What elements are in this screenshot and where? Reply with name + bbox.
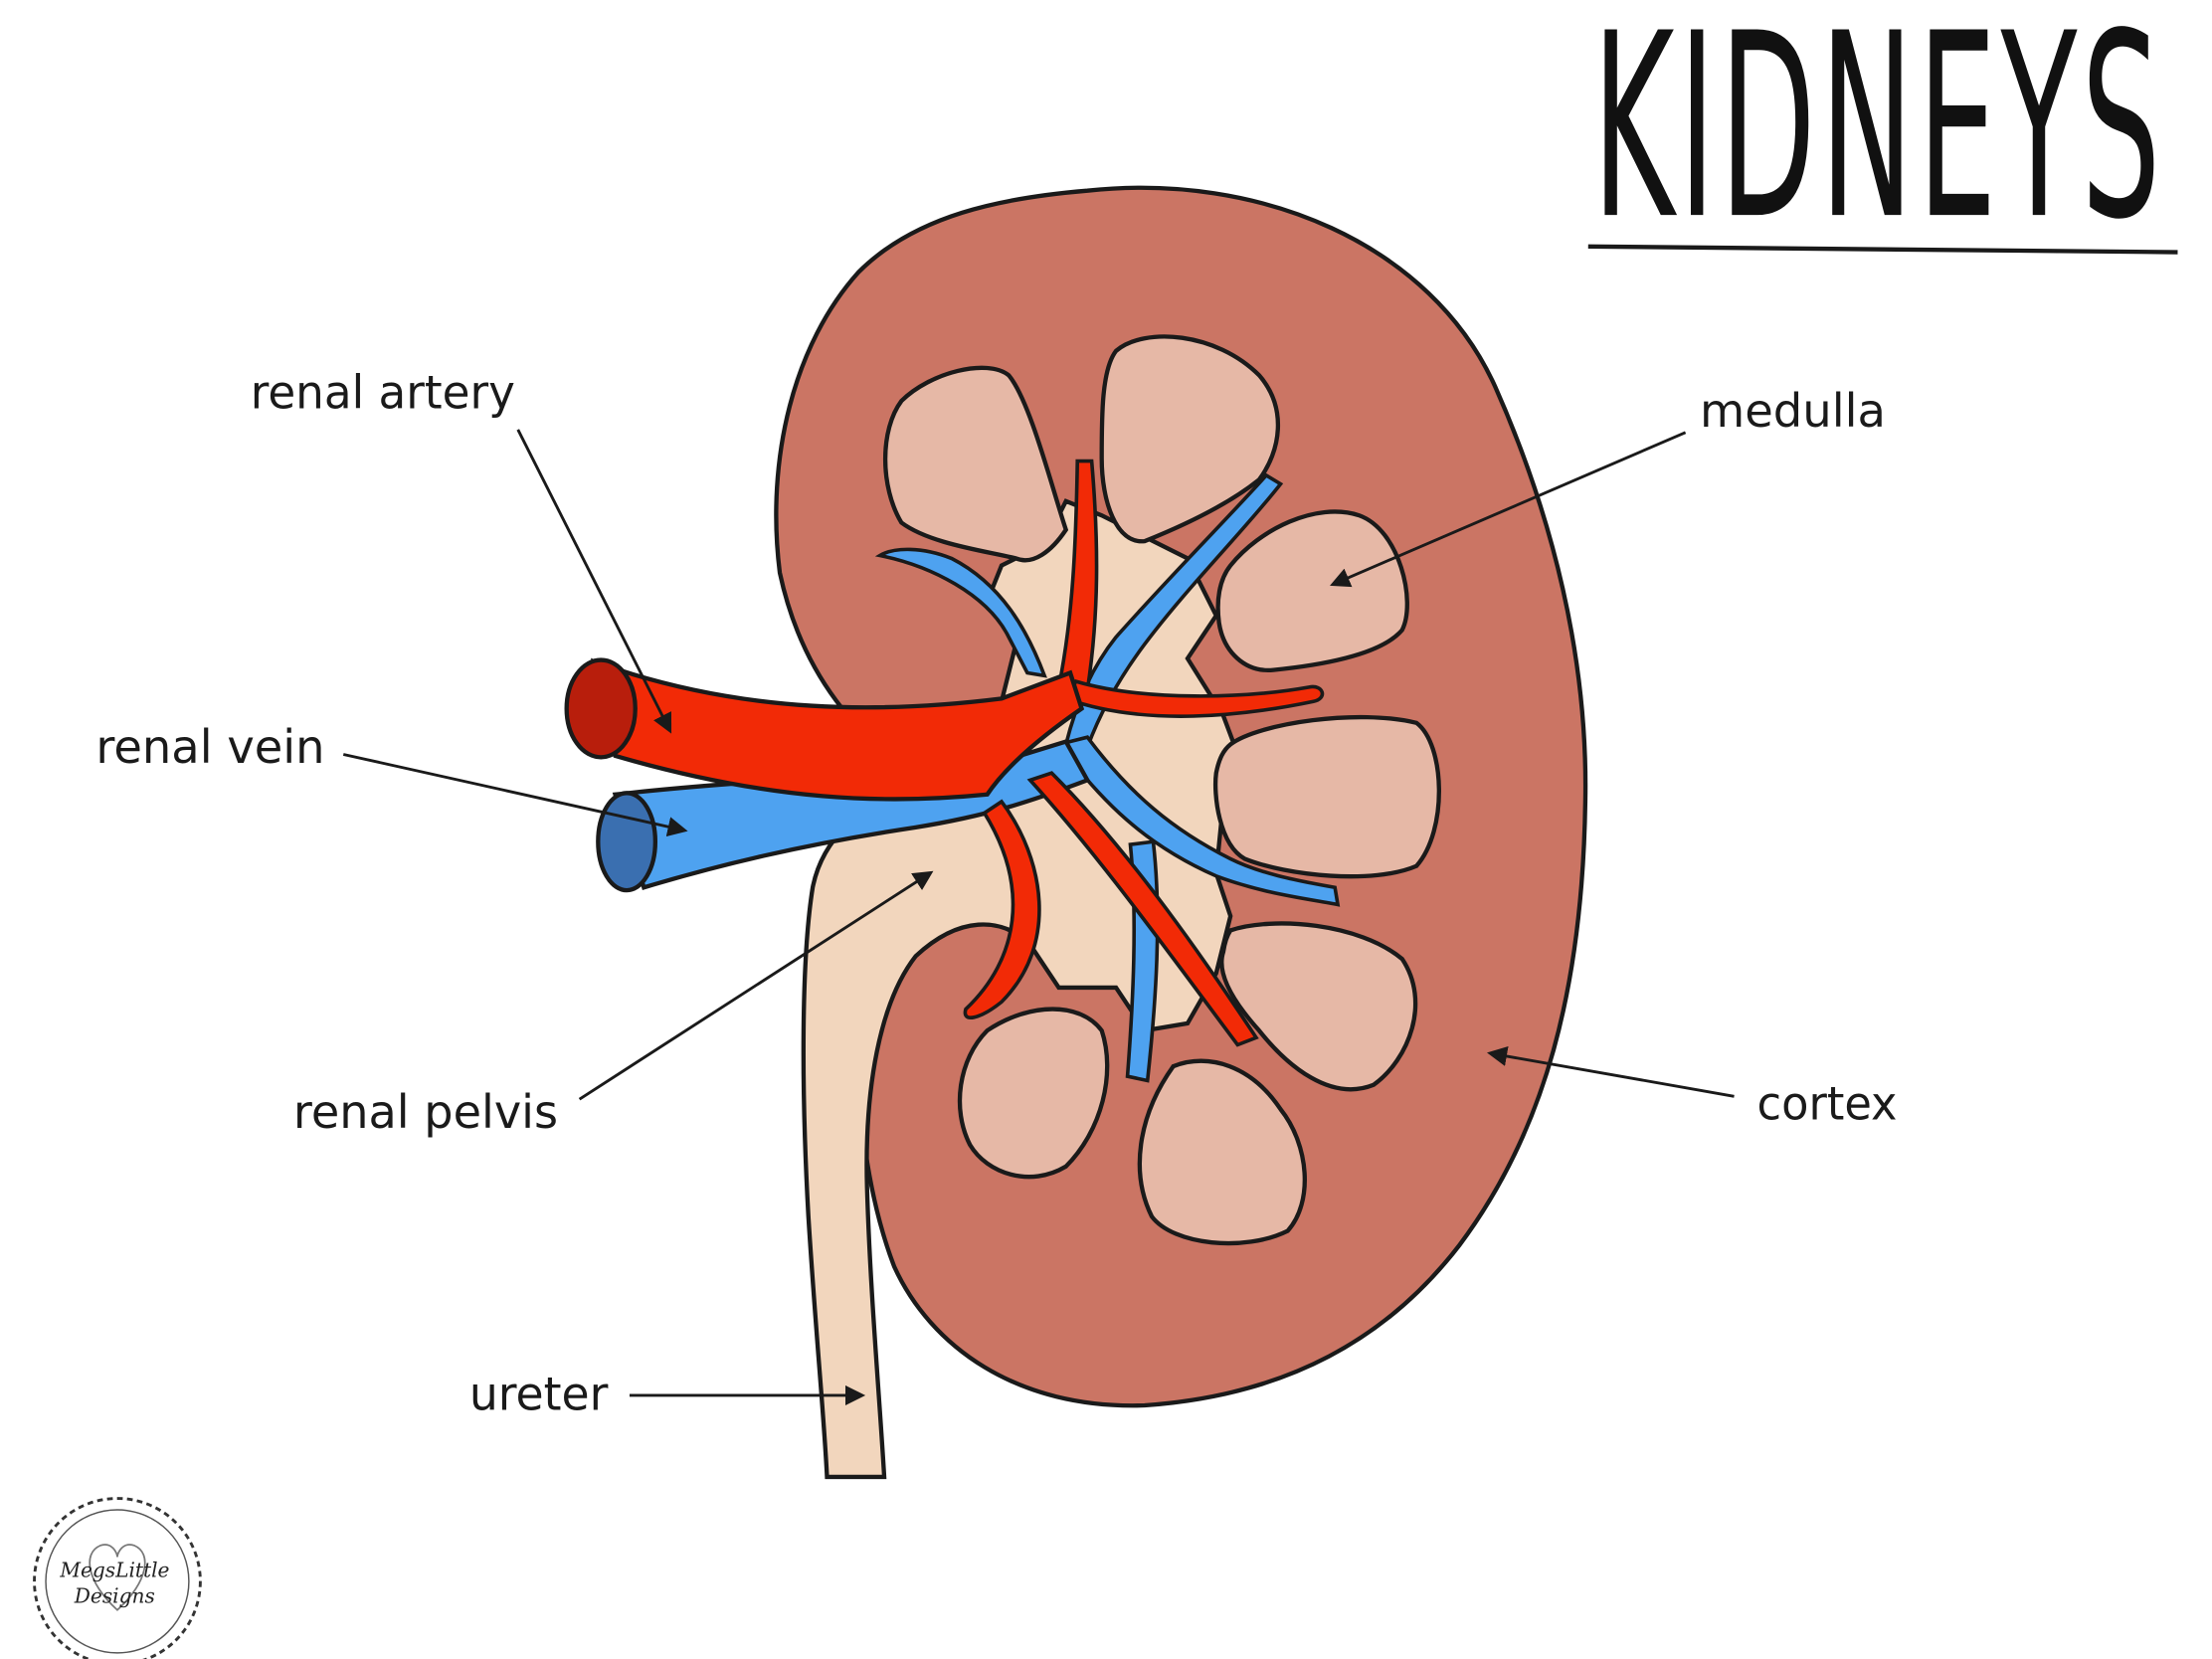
renal-vein-lumen xyxy=(596,791,658,893)
label-cortex: cortex xyxy=(1757,1076,1898,1130)
pyramid-2 xyxy=(1099,334,1280,544)
leader-medulla xyxy=(1330,431,1687,588)
vein-branch-upper-left xyxy=(874,547,1047,678)
leader-renal-artery xyxy=(516,429,672,734)
leader-lines xyxy=(342,429,1735,1406)
renal-pelvis-shape xyxy=(801,498,1247,1480)
label-ureter: ureter xyxy=(469,1367,609,1420)
logo-text-line1: MegsLittle xyxy=(59,1559,169,1582)
label-renal-pelvis: renal pelvis xyxy=(293,1085,558,1139)
logo-inner-circle xyxy=(45,1509,190,1654)
artery-branch-lower-right xyxy=(1026,771,1259,1047)
pyramid-5 xyxy=(1219,921,1418,1092)
leader-renal-vein xyxy=(342,753,688,837)
pyramid-1 xyxy=(882,365,1069,563)
pyramid-4 xyxy=(1212,714,1441,879)
diagram-title: KIDNEYS xyxy=(1592,0,2164,276)
pyramid-3 xyxy=(1215,509,1409,672)
label-renal-vein: renal vein xyxy=(95,720,324,774)
renal-artery-branches xyxy=(963,459,1325,1047)
leader-renal-pelvis xyxy=(578,870,934,1101)
label-renal-artery: renal artery xyxy=(251,365,515,419)
pyramid-6 xyxy=(1137,1058,1307,1246)
vein-branch-lower xyxy=(1055,735,1341,907)
logo-text-line2: Designs xyxy=(74,1584,155,1608)
artery-branch-lower-left xyxy=(963,799,1041,1019)
heart-icon xyxy=(89,1544,146,1611)
renal-artery-trunk xyxy=(591,657,1085,802)
pyramid-7 xyxy=(957,1007,1110,1180)
megslittle-logo: MegsLittle Designs xyxy=(33,1497,202,1659)
title-underline xyxy=(1587,244,2178,255)
renal-artery-lumen xyxy=(564,657,638,760)
medulla-pyramids xyxy=(882,334,1441,1246)
label-medulla: medulla xyxy=(1700,384,1886,438)
leader-cortex xyxy=(1487,1046,1735,1098)
artery-branch-right xyxy=(1063,678,1325,718)
logo-outer-circle xyxy=(33,1497,202,1659)
